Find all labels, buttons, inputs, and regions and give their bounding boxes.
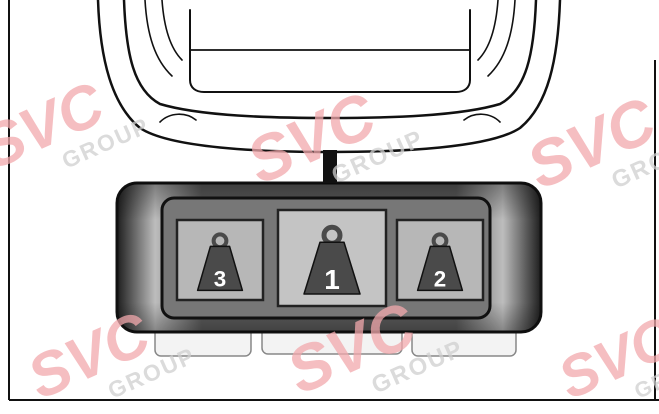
diagram-frame bbox=[8, 0, 659, 401]
weight-number: 3 bbox=[214, 266, 226, 291]
seat-outline bbox=[96, 0, 562, 154]
switch-stem bbox=[323, 150, 337, 184]
weight-icon bbox=[416, 232, 464, 292]
weight-icon bbox=[303, 224, 361, 295]
svg-text:SVC: SVC bbox=[0, 68, 114, 181]
svg-text:SVC: SVC bbox=[236, 78, 386, 198]
weight-button-3[interactable]: 3 bbox=[175, 218, 265, 302]
weight-number: 2 bbox=[434, 266, 446, 291]
weight-button-2[interactable]: 2 bbox=[395, 218, 485, 302]
weight-icon bbox=[196, 232, 244, 292]
weight-button-1[interactable]: 1 bbox=[276, 208, 388, 308]
weight-number: 1 bbox=[324, 264, 340, 295]
